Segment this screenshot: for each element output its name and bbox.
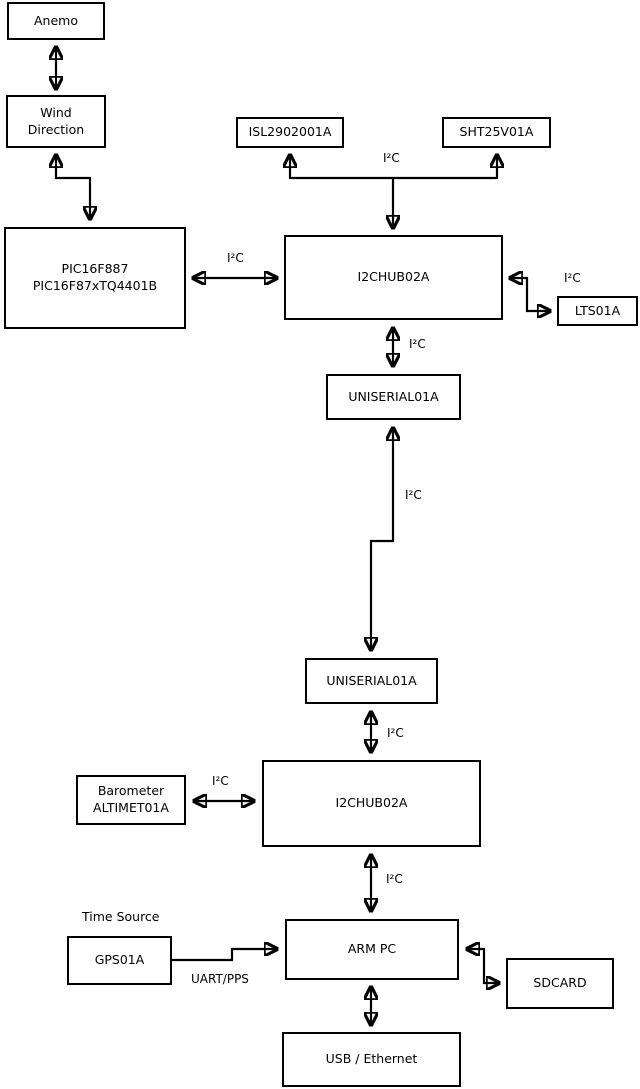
wire-hubtop-lts <box>510 278 550 311</box>
node-gps01a[interactable]: GPS01A <box>67 936 172 985</box>
node-barometer-altimet01a[interactable]: Barometer ALTIMET01A <box>76 775 186 825</box>
node-lts01a[interactable]: LTS01A <box>557 296 638 326</box>
edge-label-i2c-pic-hub: I²C <box>227 251 244 265</box>
node-uniserial01a-bottom[interactable]: UNISERIAL01A <box>305 658 438 704</box>
edge-label-i2c-bus-top: I²C <box>383 151 400 165</box>
node-sht25v01a[interactable]: SHT25V01A <box>442 117 551 148</box>
node-usb-ethernet[interactable]: USB / Ethernet <box>282 1032 461 1087</box>
edge-label-uart-pps: UART/PPS <box>191 972 249 986</box>
node-i2chub02a-top[interactable]: I2CHUB02A <box>284 235 503 320</box>
edge-label-i2c-uniser-hub2: I²C <box>387 726 404 740</box>
node-sdcard[interactable]: SDCARD <box>506 958 614 1009</box>
wire-uniser-link <box>371 428 393 650</box>
node-anemo[interactable]: Anemo <box>7 2 105 40</box>
wire-armpc-sdcard <box>467 949 499 983</box>
edge-label-i2c-hub-uniser: I²C <box>409 337 426 351</box>
wire-gps-armpc <box>172 949 277 962</box>
edge-label-i2c-hub2-arm: I²C <box>386 872 403 886</box>
node-pic-mcu[interactable]: PIC16F887 PIC16F87xTQ4401B <box>4 227 186 329</box>
edge-label-i2c-uniser-link: I²C <box>405 488 422 502</box>
node-i2chub02a-bottom[interactable]: I2CHUB02A <box>262 760 481 847</box>
node-wind-direction[interactable]: Wind Direction <box>6 95 106 148</box>
edge-label-i2c-baro-hub2: I²C <box>212 774 229 788</box>
label-time-source: Time Source <box>82 909 160 924</box>
node-isl2902001a[interactable]: ISL2902001A <box>236 117 344 148</box>
wire-wind-pic <box>56 155 90 219</box>
node-arm-pc[interactable]: ARM PC <box>285 919 459 980</box>
edge-label-i2c-hub-lts: I²C <box>564 271 581 285</box>
node-uniserial01a-top[interactable]: UNISERIAL01A <box>326 374 461 420</box>
